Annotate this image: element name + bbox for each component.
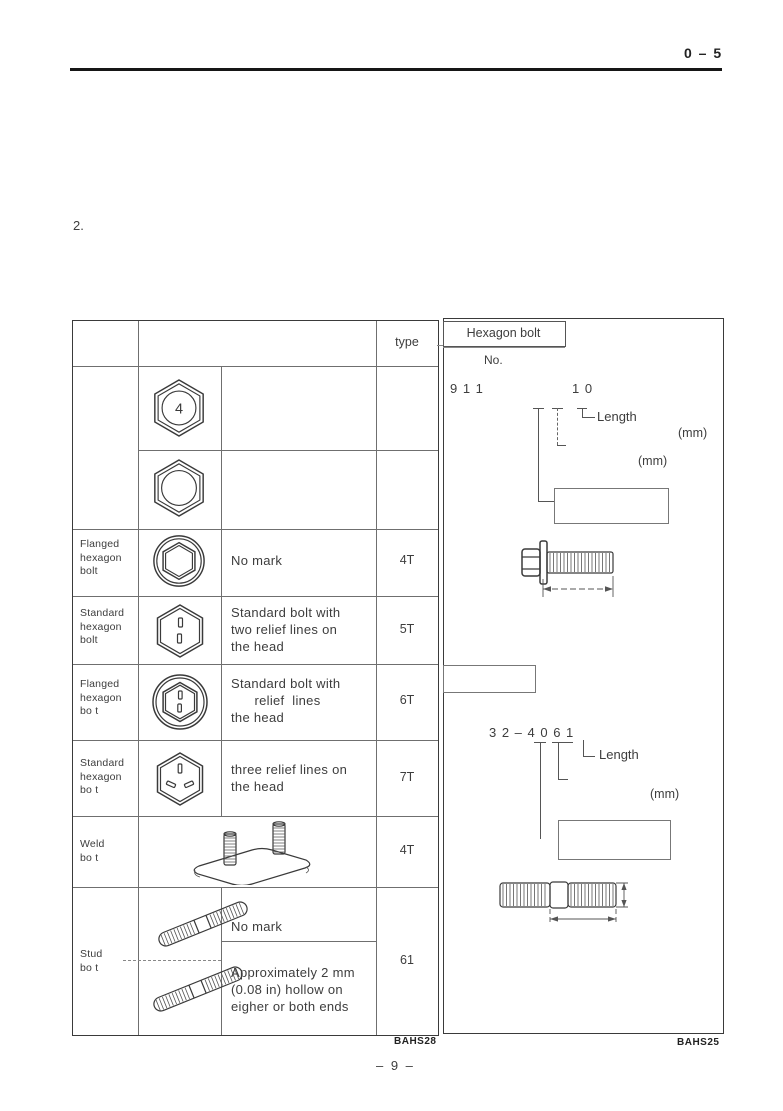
digit-underline xyxy=(552,742,573,743)
grid-line-dashed xyxy=(123,960,221,961)
bolt-number-panel: Hexagon bolt No. 9 1 1 1 0 Length (mm) (… xyxy=(443,318,724,1034)
mm-label-3: (mm) xyxy=(650,787,680,801)
digit-bracket xyxy=(583,740,584,756)
type-connector-line xyxy=(437,345,443,346)
hexagon-bolt-title-box xyxy=(443,321,566,347)
row-label: Flanged hexagon bo t xyxy=(80,678,122,717)
row-description: Standard bolt with relief lines the head xyxy=(231,676,341,725)
row-description-bottom: Approximately 2 mm (0.08 in) hollow on e… xyxy=(231,965,355,1014)
digit-bracket xyxy=(582,408,583,418)
grid-line xyxy=(73,366,438,367)
figure-code-left: BAHS28 xyxy=(394,1036,437,1047)
grid-line xyxy=(376,321,377,1035)
stud-bolt-side-view-drawing xyxy=(499,881,628,923)
digit-bracket xyxy=(540,742,541,839)
lower-code: 3 2 – 4 0 6 1 xyxy=(489,725,575,740)
grid-line xyxy=(73,664,438,665)
row-type: 61 xyxy=(400,953,414,967)
row-label: Standard hexagon bo t xyxy=(80,757,125,796)
row-label: Stud bo t xyxy=(80,948,103,974)
stud-bolt-drawing-top xyxy=(158,901,248,947)
digit-bracket xyxy=(538,408,539,501)
grid-line xyxy=(138,450,438,451)
grid-line xyxy=(73,529,438,530)
digit-bracket xyxy=(558,742,559,780)
no-label: No. xyxy=(484,353,503,367)
blank-legend-box-2 xyxy=(443,665,536,693)
hex-three-lines-icon xyxy=(156,752,204,806)
grid-line xyxy=(221,366,222,816)
row-label: Weld bo t xyxy=(80,838,105,864)
digit-bracket xyxy=(583,756,595,757)
panel-title: Hexagon bolt xyxy=(466,326,541,340)
code-group-b: 1 0 xyxy=(572,381,594,396)
digit-bracket xyxy=(558,779,568,780)
hex-head-plain-icon xyxy=(154,459,204,517)
flanged-hex-two-lines-icon xyxy=(152,674,208,730)
figure-code-right: BAHS25 xyxy=(677,1037,720,1048)
row-label: Flanged hexagon bolt xyxy=(80,538,122,577)
code-group-a: 9 1 1 xyxy=(450,381,484,396)
grid-line xyxy=(221,941,376,942)
hex-two-lines-icon xyxy=(156,604,204,658)
row-type: 6T xyxy=(399,693,415,707)
type-column-header: type xyxy=(395,335,419,349)
title-underline xyxy=(443,347,565,348)
digit-bracket xyxy=(538,501,555,502)
svg-text:4: 4 xyxy=(175,401,183,417)
row-type: 4T xyxy=(399,553,415,567)
page-corner-reference: 0 – 5 xyxy=(684,45,723,61)
grid-line xyxy=(73,596,438,597)
blank-legend-box-3 xyxy=(558,820,671,860)
length-label-lower: Length xyxy=(599,747,639,762)
row-description: No mark xyxy=(231,553,283,568)
header-rule xyxy=(70,68,722,71)
flanged-hex-no-mark-icon xyxy=(153,535,205,587)
hex-head-4-mark-icon: 4 xyxy=(154,379,204,437)
mm-label-1: (mm) xyxy=(678,426,708,440)
stud-bolt-drawing-bottom xyxy=(153,966,243,1012)
section-number: 2. xyxy=(73,218,84,233)
digit-bracket-dashed xyxy=(557,408,558,445)
digit-bracket xyxy=(557,445,566,446)
row-type: 5T xyxy=(399,622,415,636)
digit-bracket xyxy=(582,417,595,418)
grid-line xyxy=(73,816,438,817)
blank-legend-box-1 xyxy=(554,488,669,524)
row-description: three relief lines on the head xyxy=(231,762,348,794)
grid-line xyxy=(221,887,222,1035)
bolt-mark-table: type 4 Flanged hexagon bolt No mark 4T S… xyxy=(72,320,439,1036)
row-type: 7T xyxy=(399,770,415,784)
hexagon-bolt-side-view-drawing xyxy=(521,540,614,597)
row-type: 4T xyxy=(399,843,415,857)
weld-bolt-drawing xyxy=(193,821,311,885)
page-number: – 9 – xyxy=(376,1058,415,1073)
length-label-upper: Length xyxy=(597,409,637,424)
grid-line xyxy=(73,887,438,888)
mm-label-2: (mm) xyxy=(638,454,668,468)
row-description-top: No mark xyxy=(231,919,283,934)
row-description: Standard bolt with two relief lines on t… xyxy=(231,605,341,654)
row-label: Standard hexagon bolt xyxy=(80,607,125,646)
grid-line xyxy=(73,740,438,741)
grid-line xyxy=(138,321,139,1035)
